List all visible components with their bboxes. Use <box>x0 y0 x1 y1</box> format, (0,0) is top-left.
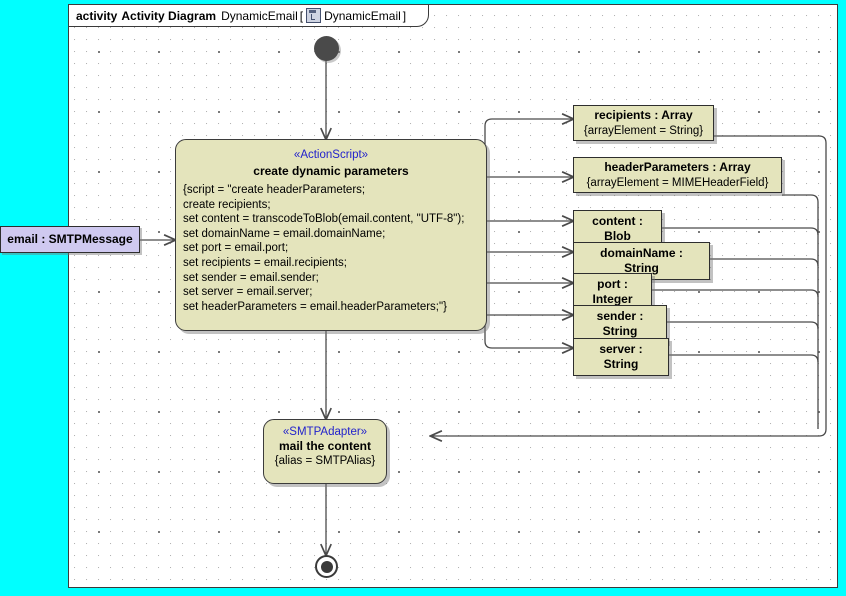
object-node-server[interactable]: server : String <box>573 338 669 376</box>
object-node-recipients[interactable]: recipients : Array {arrayElement = Strin… <box>573 105 714 141</box>
action-script-body: {script = "create headerParameters; crea… <box>183 184 465 313</box>
diagram-frame-title: activity Activity Diagram DynamicEmail [… <box>69 5 430 27</box>
edge-port-to-adapter <box>652 289 819 298</box>
object-node-property: {arrayElement = String} <box>583 125 704 137</box>
action-node-create-dynamic-parameters[interactable]: «ActionScript» create dynamic parameters… <box>175 139 487 331</box>
edge-headerparameters-to-adapter <box>782 194 819 429</box>
frame-diagram-kind: Activity Diagram <box>121 8 217 23</box>
input-parameter-label: email : SMTPMessage <box>7 232 133 246</box>
frame-bracket-open: [ <box>299 8 304 23</box>
action-stereotype: «ActionScript» <box>293 149 369 161</box>
frame-bracket-close: ] <box>402 8 407 23</box>
object-node-property: {arrayElement = MIMEHeaderField} <box>586 177 769 189</box>
adapter-title: mail the content <box>278 439 371 453</box>
object-node-label: server : String <box>599 342 643 371</box>
edge-action-to-server <box>484 323 573 348</box>
object-node-headerparameters[interactable]: headerParameters : Array {arrayElement =… <box>573 157 782 193</box>
initial-node[interactable] <box>314 36 339 61</box>
edge-content-to-adapter <box>662 227 819 236</box>
action-node-mail-the-content[interactable]: «SMTPAdapter» mail the content {alias = … <box>263 419 387 484</box>
frame-name: DynamicEmail <box>221 8 298 23</box>
activity-class-icon <box>306 8 322 23</box>
adapter-stereotype: «SMTPAdapter» <box>282 426 368 438</box>
edge-domainname-to-adapter <box>710 258 819 267</box>
edge-server-to-adapter <box>669 354 819 363</box>
frame-icon-label: DynamicEmail <box>324 8 401 23</box>
activity-diagram-frame: activity Activity Diagram DynamicEmail [… <box>68 4 838 588</box>
edge-sender-to-adapter <box>667 321 819 330</box>
edge-action-to-recipients <box>484 119 573 149</box>
object-node-label: recipients : Array <box>594 108 693 122</box>
object-node-label: headerParameters : Array <box>604 160 751 174</box>
frame-keyword: activity <box>76 8 118 23</box>
adapter-property: {alias = SMTPAlias} <box>274 455 376 467</box>
object-node-label: sender : String <box>596 309 644 338</box>
action-title: create dynamic parameters <box>253 164 409 178</box>
input-parameter-email[interactable]: email : SMTPMessage <box>0 226 140 253</box>
final-node[interactable] <box>315 555 338 578</box>
